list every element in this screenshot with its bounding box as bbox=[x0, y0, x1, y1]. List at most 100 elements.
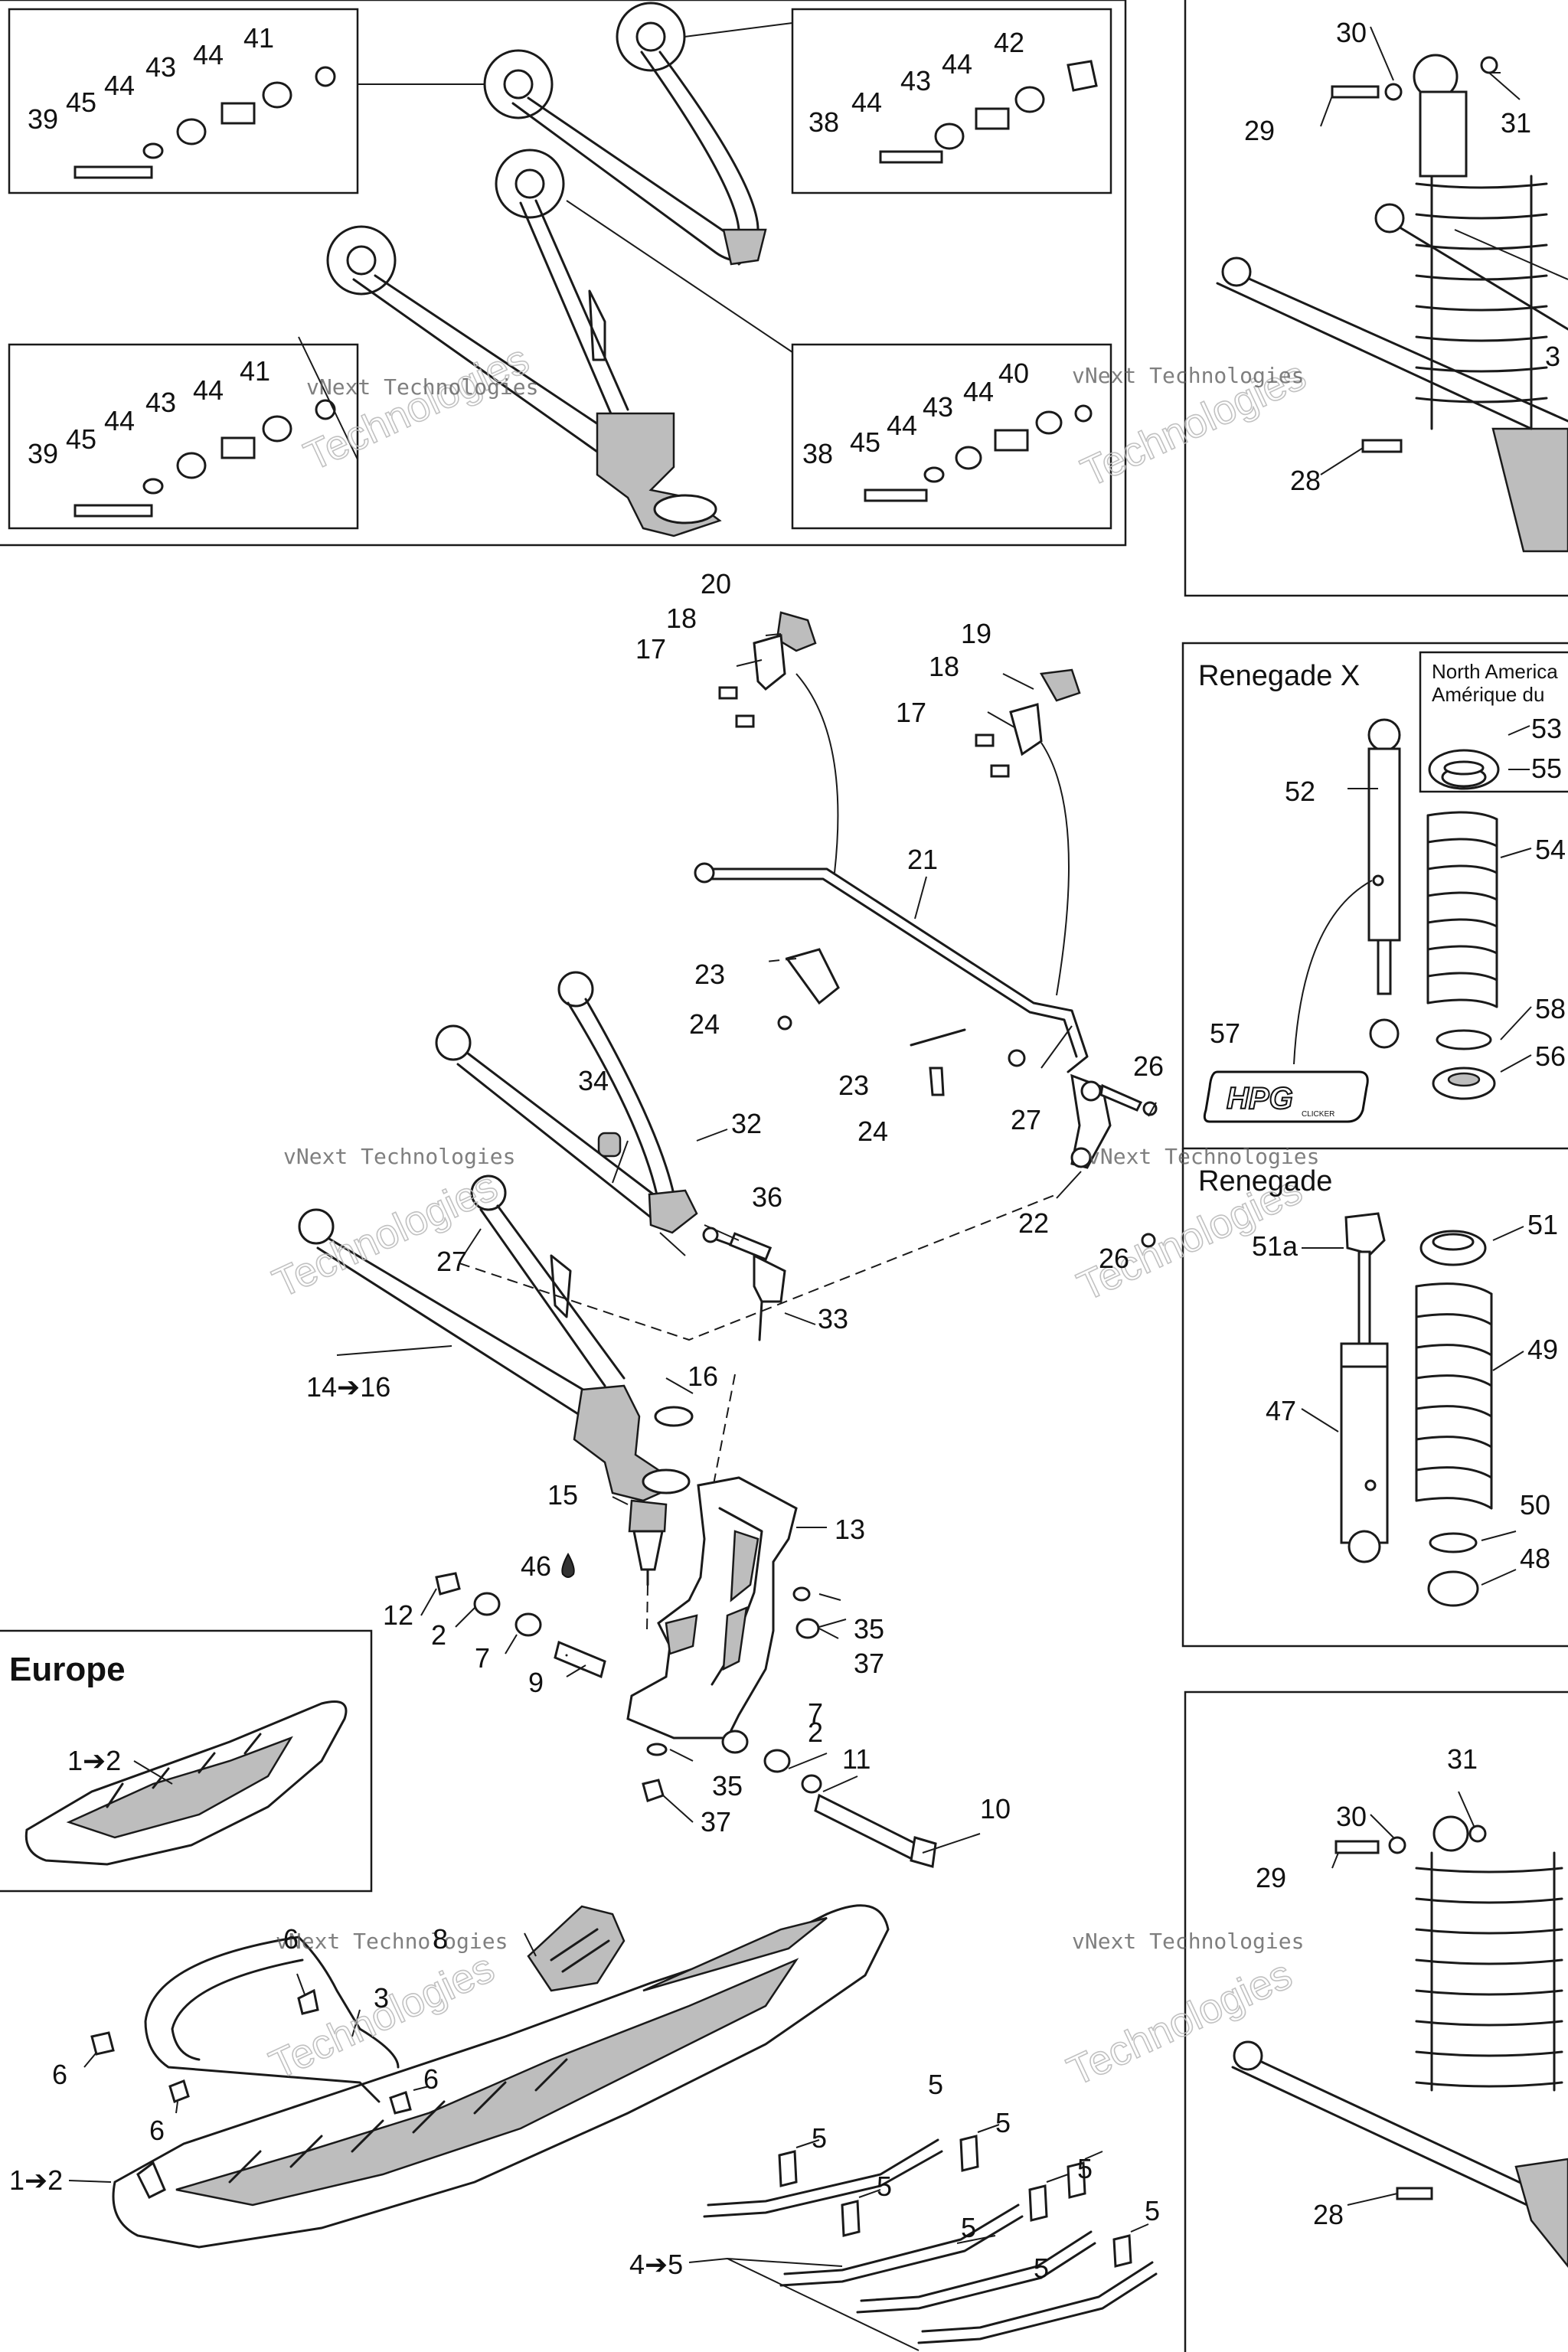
callout: 44 bbox=[851, 87, 882, 118]
callout: 43 bbox=[145, 51, 176, 83]
callout: 28 bbox=[1313, 2199, 1344, 2230]
callout: 17 bbox=[635, 633, 666, 665]
callout: 39 bbox=[28, 103, 58, 135]
callout: 6 bbox=[149, 2115, 165, 2146]
hpg-logo-sub: CLICKER bbox=[1302, 1110, 1334, 1119]
callout: 38 bbox=[808, 106, 839, 138]
callout: 7 bbox=[475, 1642, 490, 1674]
callout: 43 bbox=[923, 391, 953, 423]
callout: 37 bbox=[701, 1806, 731, 1838]
callout: 33 bbox=[818, 1303, 848, 1334]
callout: 35 bbox=[854, 1613, 884, 1645]
callout: 29 bbox=[1244, 115, 1275, 146]
callout: 4➔5 bbox=[629, 2249, 683, 2280]
ski-protector bbox=[524, 1905, 626, 1992]
callout: 42 bbox=[994, 27, 1024, 58]
callout: 41 bbox=[240, 355, 270, 387]
hardware-set-4 bbox=[864, 404, 1093, 502]
callout: 47 bbox=[1266, 1395, 1296, 1426]
callout: 31 bbox=[1501, 107, 1531, 139]
callout: 6 bbox=[423, 2063, 439, 2095]
callout: 44 bbox=[193, 39, 224, 70]
shock-bottom-right bbox=[1231, 1791, 1568, 2269]
renegade-x-shock bbox=[1293, 718, 1401, 1065]
callout: 10 bbox=[980, 1793, 1011, 1824]
lower-a-arm bbox=[298, 1174, 694, 1502]
callout: 12 bbox=[383, 1599, 413, 1631]
callout: 45 bbox=[66, 423, 96, 455]
callout: 35 bbox=[712, 1770, 743, 1802]
callout: 5 bbox=[1077, 2153, 1093, 2184]
watermarks: Technologies vNext Technologies Technolo… bbox=[263, 335, 1320, 2096]
callout: 6 bbox=[283, 1923, 299, 1955]
callout: 9 bbox=[528, 1667, 544, 1698]
callout: 15 bbox=[547, 1479, 578, 1511]
callout: 23 bbox=[694, 959, 725, 990]
callout: 38 bbox=[802, 438, 833, 469]
callout: 53 bbox=[1531, 713, 1562, 744]
renegade-spring bbox=[1415, 1226, 1524, 1607]
callout: 58 bbox=[1535, 993, 1566, 1024]
callout: 17 bbox=[896, 697, 926, 728]
callout: 22 bbox=[1018, 1207, 1049, 1239]
callout: 13 bbox=[835, 1514, 865, 1545]
renegade-shock bbox=[1301, 1212, 1389, 1563]
spindle bbox=[626, 1476, 798, 1740]
callout: 5 bbox=[961, 2212, 976, 2243]
callout: 46 bbox=[521, 1550, 551, 1582]
ball-joint bbox=[628, 1374, 736, 1632]
callout: 27 bbox=[1011, 1104, 1041, 1135]
callout: 50 bbox=[1520, 1489, 1550, 1521]
callout: 44 bbox=[942, 48, 972, 80]
watermark-small: vNext Technologies bbox=[1072, 1929, 1304, 1954]
callout: 21 bbox=[907, 844, 938, 875]
callout: 18 bbox=[929, 651, 959, 682]
renegade-x-spring bbox=[1426, 725, 1532, 1100]
callout: 57 bbox=[1210, 1018, 1240, 1049]
callout: 26 bbox=[1099, 1243, 1129, 1274]
watermark-small: vNext Technologies bbox=[306, 374, 538, 400]
callout: 45 bbox=[66, 87, 96, 118]
lower-a-arm-top bbox=[326, 149, 722, 537]
renegade-x-title: Renegade X bbox=[1198, 660, 1360, 692]
callout: 23 bbox=[838, 1070, 869, 1101]
callout: 43 bbox=[145, 387, 176, 418]
spindle-hardware bbox=[336, 1025, 1073, 1868]
callout: 37 bbox=[854, 1648, 884, 1679]
callout: 27 bbox=[436, 1246, 467, 1277]
callout: 24 bbox=[689, 1008, 720, 1040]
callout: 7 bbox=[808, 1697, 823, 1729]
callout: 39 bbox=[28, 438, 58, 469]
callout-numbers: 41 42 39 45 44 43 44 38 44 43 44 30 29 3… bbox=[9, 17, 1566, 2284]
callout: 48 bbox=[1520, 1543, 1550, 1574]
callout: 41 bbox=[243, 22, 274, 54]
shock-top-right bbox=[1216, 26, 1568, 553]
north-america-label: North America bbox=[1432, 660, 1558, 683]
callout: 26 bbox=[1133, 1050, 1164, 1082]
callout: 5 bbox=[995, 2107, 1011, 2138]
callout: 5 bbox=[877, 2171, 892, 2202]
watermark-small: vNext Technologies bbox=[283, 1144, 515, 1169]
callout: 40 bbox=[998, 358, 1029, 389]
arm-leader-lines bbox=[298, 22, 793, 460]
hpg-logo: HPG CLICKER bbox=[1203, 1070, 1369, 1123]
hardware-set-2 bbox=[879, 60, 1098, 164]
callout: 2 bbox=[808, 1717, 823, 1748]
callout: 32 bbox=[731, 1108, 762, 1139]
main-ski bbox=[68, 1904, 890, 2249]
callout: 45 bbox=[850, 426, 880, 458]
callout: 5 bbox=[812, 2122, 827, 2154]
callout: 19 bbox=[961, 618, 991, 649]
watermark-small: vNext Technologies bbox=[1087, 1144, 1319, 1169]
callout: 44 bbox=[104, 70, 135, 101]
callout: 18 bbox=[666, 603, 697, 634]
callout: 3 bbox=[374, 1982, 389, 2014]
callout: 5 bbox=[928, 2069, 943, 2100]
carbides bbox=[688, 2124, 1158, 2351]
callout: 3 bbox=[1545, 341, 1560, 372]
tie-rod bbox=[459, 1194, 1057, 1341]
callout: 44 bbox=[104, 405, 135, 436]
upper-a-arm bbox=[435, 971, 698, 1234]
